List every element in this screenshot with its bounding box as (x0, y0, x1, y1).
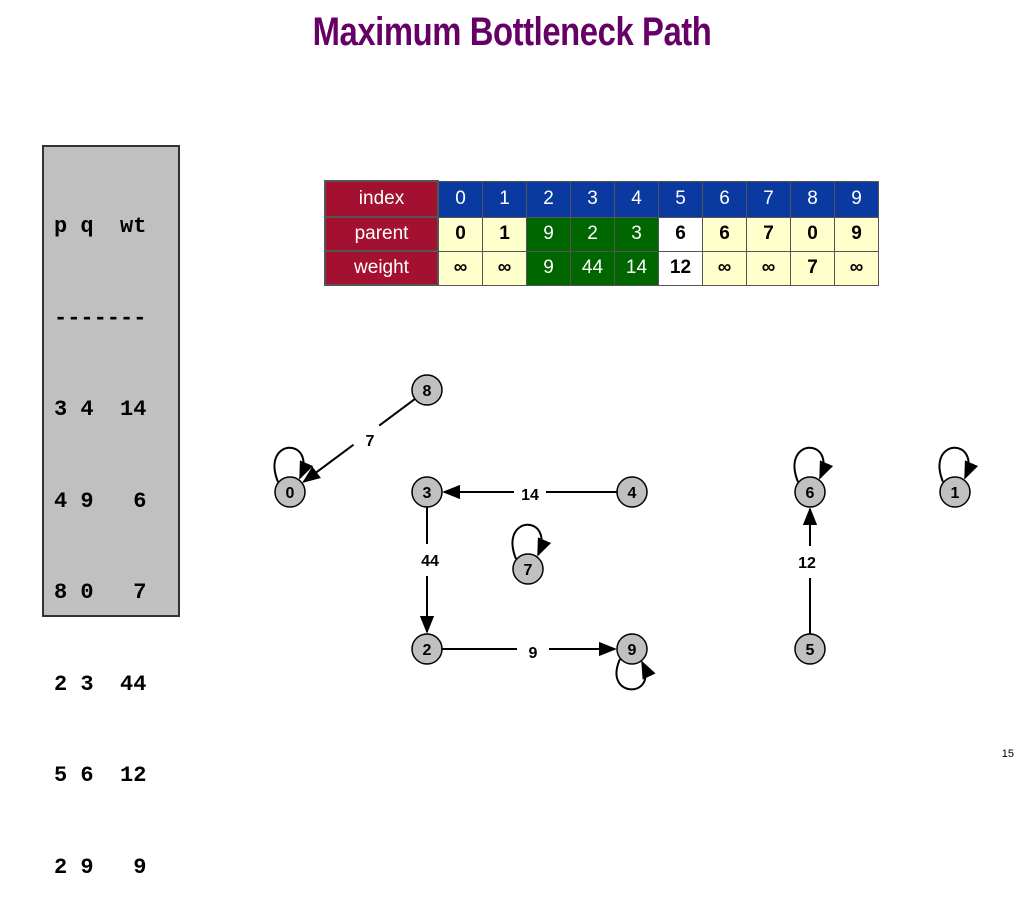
node-label: 2 (423, 642, 432, 659)
graph-diagram: 7 14 44 9 12 8 0 3 4 7 2 9 6 5 1 (273, 374, 979, 691)
index-cell: 5 (658, 180, 703, 218)
edge-list-row: 8 0 7 (54, 580, 147, 605)
parent-cell: 3 (614, 216, 659, 252)
edge-list-row: 2 9 9 (54, 854, 147, 880)
graph-node: 6 (794, 476, 826, 508)
node-label: 7 (524, 562, 533, 579)
parent-row: parent 0 1 9 2 3 6 6 7 0 9 (324, 216, 879, 252)
node-circle (411, 374, 443, 406)
weight-label: weight (324, 250, 439, 286)
node-label: 6 (806, 485, 815, 502)
nodes-layer: 8 0 3 4 7 2 9 6 5 1 (274, 374, 971, 665)
node-circle (512, 553, 544, 585)
index-cell: 8 (790, 180, 835, 218)
node-label: 5 (806, 642, 815, 659)
weight-row: weight ∞ ∞ 9 44 14 12 ∞ ∞ 7 ∞ (324, 250, 879, 286)
self-loop-arrow (615, 658, 656, 691)
edge-arrow (302, 443, 355, 483)
graph-node: 2 (411, 633, 443, 665)
self-loop-arrow (273, 446, 314, 483)
page-number: 15 (1001, 748, 1014, 760)
node-label: 1 (951, 485, 960, 502)
node-circle (616, 476, 648, 508)
graph-node: 0 (274, 476, 306, 508)
weight-cell: 14 (614, 250, 659, 286)
index-cell: 3 (570, 180, 615, 218)
edge-list-panel: p q wt ------- 3 4 14 4 9 6 8 0 7 2 3 44… (42, 145, 180, 880)
edge-list-row: 2 3 44 (54, 671, 147, 697)
weight-cell: ∞ (482, 250, 527, 286)
graph-node: 3 (411, 476, 443, 508)
node-circle (411, 476, 443, 508)
page-title: Maximum Bottleneck Path (312, 10, 712, 54)
weight-cell: ∞ (437, 250, 483, 286)
node-label: 8 (423, 383, 432, 400)
index-cell: 4 (614, 180, 659, 218)
graph-node: 4 (616, 476, 648, 508)
graph-node: 9 (616, 633, 648, 665)
edge-line (378, 398, 416, 427)
weight-cell: ∞ (834, 250, 879, 286)
edge-weight-label: 9 (529, 645, 538, 662)
edge-list-header: p q wt (54, 214, 147, 239)
index-cell: 1 (482, 180, 527, 218)
node-label: 4 (628, 485, 637, 502)
node-label: 9 (628, 642, 637, 659)
graph-node: 8 (411, 374, 443, 406)
self-loop-arrow (511, 523, 552, 560)
edge-list-row: 4 9 6 (54, 488, 147, 514)
node-circle (616, 633, 648, 665)
parent-label: parent (324, 216, 439, 252)
graph-node: 1 (939, 476, 971, 508)
index-cell: 2 (526, 180, 571, 218)
parent-cell: 1 (482, 216, 527, 252)
node-label: 0 (286, 485, 295, 502)
parent-cell: 0 (790, 216, 835, 252)
edge-weight-label: 7 (366, 433, 375, 450)
index-row: index 0 1 2 3 4 5 6 7 8 9 (324, 180, 879, 218)
parent-weight-table: index 0 1 2 3 4 5 6 7 8 9 parent 0 1 9 2… (324, 180, 879, 286)
parent-cell: 9 (834, 216, 879, 252)
graph-node: 5 (794, 633, 826, 665)
self-loop-arrow (938, 446, 979, 483)
parent-cell: 9 (526, 216, 571, 252)
weight-cell: ∞ (702, 250, 747, 286)
graph-node: 7 (512, 553, 544, 585)
parent-cell: 2 (570, 216, 615, 252)
self-loop-arrow (793, 446, 834, 483)
index-cell: 0 (437, 180, 483, 218)
node-circle (794, 476, 826, 508)
weight-cell: 9 (526, 250, 571, 286)
node-circle (274, 476, 306, 508)
parent-cell: 0 (437, 216, 483, 252)
node-circle (794, 633, 826, 665)
node-circle (411, 633, 443, 665)
edge-weight-label: 44 (421, 553, 439, 570)
weight-cell: 44 (570, 250, 615, 286)
index-cell: 7 (746, 180, 791, 218)
edges-layer: 7 14 44 9 12 (302, 398, 818, 662)
index-label: index (324, 180, 439, 218)
parent-cell: 6 (702, 216, 747, 252)
node-label: 3 (423, 485, 432, 502)
edge-weight-label: 12 (798, 555, 816, 572)
self-loops-layer (273, 446, 979, 691)
parent-cell: 7 (746, 216, 791, 252)
edge-weight-label: 14 (521, 487, 539, 504)
node-circle (939, 476, 971, 508)
weight-cell: 12 (658, 250, 703, 286)
edge-list-separator: ------- (54, 305, 147, 331)
weight-cell: 7 (790, 250, 835, 286)
edge-list-row: 3 4 14 (54, 397, 147, 422)
